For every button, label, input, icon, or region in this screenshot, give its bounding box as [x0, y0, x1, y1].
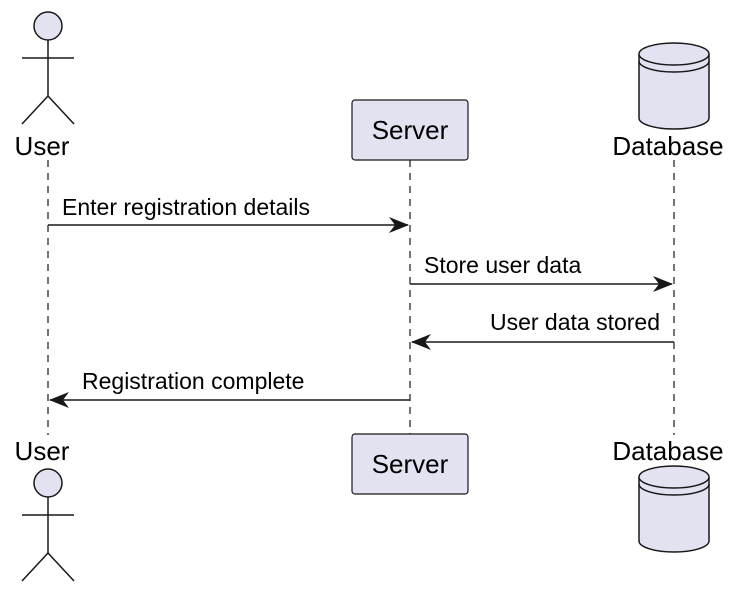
participant-box-server-bottom [351, 433, 469, 495]
message-label-3: User data stored [490, 309, 660, 335]
message-label-4: Registration complete [82, 368, 304, 394]
participant-label-database-bottom: Database [612, 436, 723, 466]
participant-label-user-bottom: User [15, 436, 70, 466]
participant-label-user-top: User [15, 131, 70, 161]
message-label-2: Store user data [424, 252, 581, 278]
database-icon-bottom [638, 465, 710, 553]
user-actor-icon-top [21, 11, 75, 125]
participant-label-server-bottom: Server [372, 449, 449, 479]
participant-label-database-top: Database [612, 131, 723, 161]
user-actor-icon-bottom [21, 468, 75, 582]
database-icon-top [638, 42, 710, 130]
participant-box-server-top [351, 99, 469, 161]
message-label-1: Enter registration details [62, 194, 310, 220]
participant-label-server-top: Server [372, 115, 449, 145]
